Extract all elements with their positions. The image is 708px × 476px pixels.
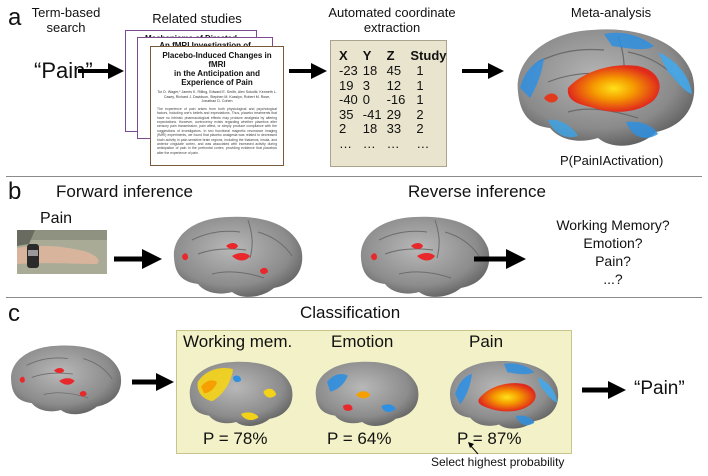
divider-a-b [6,176,702,177]
input-brain-image [6,340,126,425]
coordinate-header-row: X Y Z Study [339,47,452,64]
footnote-pointer-arrow [466,440,482,461]
cell: 1 [416,92,424,108]
candidate-emotion: Emotion? [583,235,643,251]
reverse-inference-brain-image [355,212,495,307]
arrow-brain-to-candidates [472,248,528,270]
cell: 1 [416,63,424,79]
cell: 35 [339,106,354,122]
class-working-memory-label: Working mem. [183,332,293,351]
studies-label: Related studies [152,11,242,26]
cell: 45 [386,63,402,79]
cell: 29 [386,106,402,122]
column-header-z: Z [386,48,395,63]
cell: 18 [362,63,378,79]
cell: 18 [362,121,378,137]
class-emotion-label: Emotion [331,332,394,351]
column-header-y: Y [362,48,372,63]
panel-c-letter: c [8,300,20,327]
candidate-pain: Pain? [595,253,631,269]
arrow-studies-to-extraction [287,62,329,80]
paper-front: Placebo-Induced Changes in fMRI in the A… [150,46,284,166]
working-memory-brain-image [185,357,297,436]
cell: -16 [386,92,406,108]
table-row: … … … … [339,135,452,152]
extraction-label: Automated coordinate extraction [328,5,456,35]
cell: … [362,135,376,151]
arrow-extraction-to-meta [460,62,506,80]
cell: … [339,135,352,151]
classifier-box: Working mem. P = 78% Emotion P = 64% Pai… [176,330,572,454]
cell: 12 [386,77,402,93]
table-row: 2 18 33 2 [339,122,452,137]
cell: -40 [339,92,358,108]
cell: 19 [339,77,354,93]
cell: 2 [416,121,424,137]
panel-b-letter: b [8,178,22,205]
candidate-working-memory: Working Memory? [556,217,670,233]
cell: 0 [362,92,371,108]
reverse-inference-title: Reverse inference [408,182,546,201]
stimulus-label: Pain [40,210,73,227]
pain-brain-image [445,357,563,438]
selection-footnote: Select highest probability [431,455,565,469]
class-working-memory-probability: P = 78% [203,429,268,448]
arrow-query-to-studies [76,62,126,80]
arrow-classifiers-to-result [580,380,630,400]
cell: -23 [339,63,358,79]
column-header-x: X [339,48,348,63]
candidate-list: Working Memory? Emotion? Pain? ...? [528,216,698,288]
panel-a-letter: a [8,4,22,31]
emotion-brain-image [311,357,423,436]
meta-analysis-caption: P(PainIActivation) [560,153,664,168]
paper-middle-title: An fMRI Investigation of [138,41,272,50]
meta-analysis-brain-image [508,22,700,159]
cell: 2 [416,106,424,122]
paper-front-authors: Tor D. Wager,* James K. Rilling, Edward … [157,90,277,104]
forward-inference-title: Forward inference [56,182,194,201]
search-label: Term-based search [31,5,101,35]
divider-b-c [6,297,702,298]
candidate-other: ...? [603,271,623,287]
classification-result: “Pain” [634,378,685,399]
paper-front-title: Placebo-Induced Changes in fMRI in the A… [162,51,272,87]
cell: … [386,135,400,151]
classification-title: Classification [300,303,401,322]
cell: 33 [386,121,402,137]
arrow-stimulus-to-brain [112,248,164,270]
cell: 1 [416,77,424,93]
meta-analysis-label: Meta-analysis [570,5,652,20]
forward-inference-brain-image [168,212,308,307]
arrow-input-to-classifiers [130,372,176,392]
class-pain-probability: P = 87% [457,429,522,448]
cell: … [416,135,430,151]
column-header-study: Study [410,48,447,63]
cell: 2 [339,121,347,137]
cell: 3 [362,77,371,93]
cell: -41 [362,106,382,122]
pain-stimulus-photo [17,230,107,279]
class-emotion-probability: P = 64% [327,429,392,448]
class-pain-label: Pain [469,332,504,351]
paper-front-abstract: The experience of pain arises from both … [157,106,277,155]
table-row: 19 3 12 1 [339,77,452,94]
